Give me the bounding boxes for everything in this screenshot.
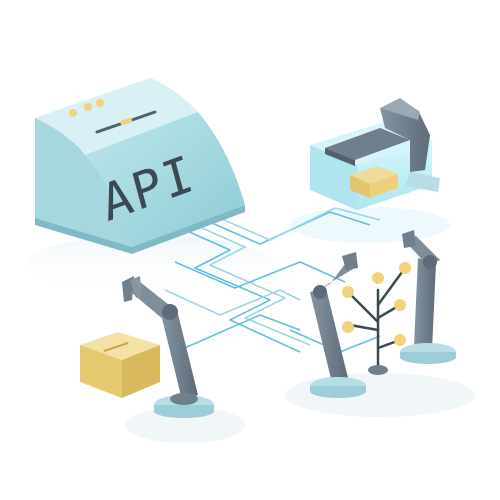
tree-node xyxy=(372,272,384,284)
scanner-station xyxy=(310,98,440,210)
package-inside xyxy=(350,166,398,184)
indicator-light xyxy=(96,99,104,107)
connector-line xyxy=(184,229,301,353)
api-machine-top xyxy=(35,78,198,155)
api-machine-left xyxy=(35,118,132,247)
indicator-light xyxy=(84,103,92,111)
robot-arm-segment xyxy=(310,288,348,383)
robot-arm-segment xyxy=(414,258,436,350)
node-tree xyxy=(346,266,407,370)
tree-base xyxy=(368,365,388,375)
robot-arm-box xyxy=(80,276,214,418)
robot-arm-segment xyxy=(160,306,198,400)
api-machine: API xyxy=(35,78,245,254)
scanner-head xyxy=(325,128,410,160)
tree-node xyxy=(394,334,406,346)
connector-line xyxy=(214,207,381,241)
connector-line xyxy=(174,261,346,289)
connector-lines xyxy=(164,207,381,353)
robot-gripper xyxy=(402,230,416,248)
connector-line xyxy=(179,314,301,351)
api-machine-front xyxy=(85,112,245,247)
scanner-arm xyxy=(380,108,430,172)
connector-line xyxy=(194,224,311,346)
tree-node xyxy=(342,286,354,298)
robot-gripper xyxy=(342,252,358,270)
tree-node xyxy=(394,299,406,311)
node-tree-assembly xyxy=(310,230,456,398)
package-box xyxy=(80,332,160,398)
indicator-light xyxy=(69,109,77,117)
connector-line xyxy=(164,289,301,316)
tree-node xyxy=(399,262,411,274)
tree-node xyxy=(342,321,354,333)
